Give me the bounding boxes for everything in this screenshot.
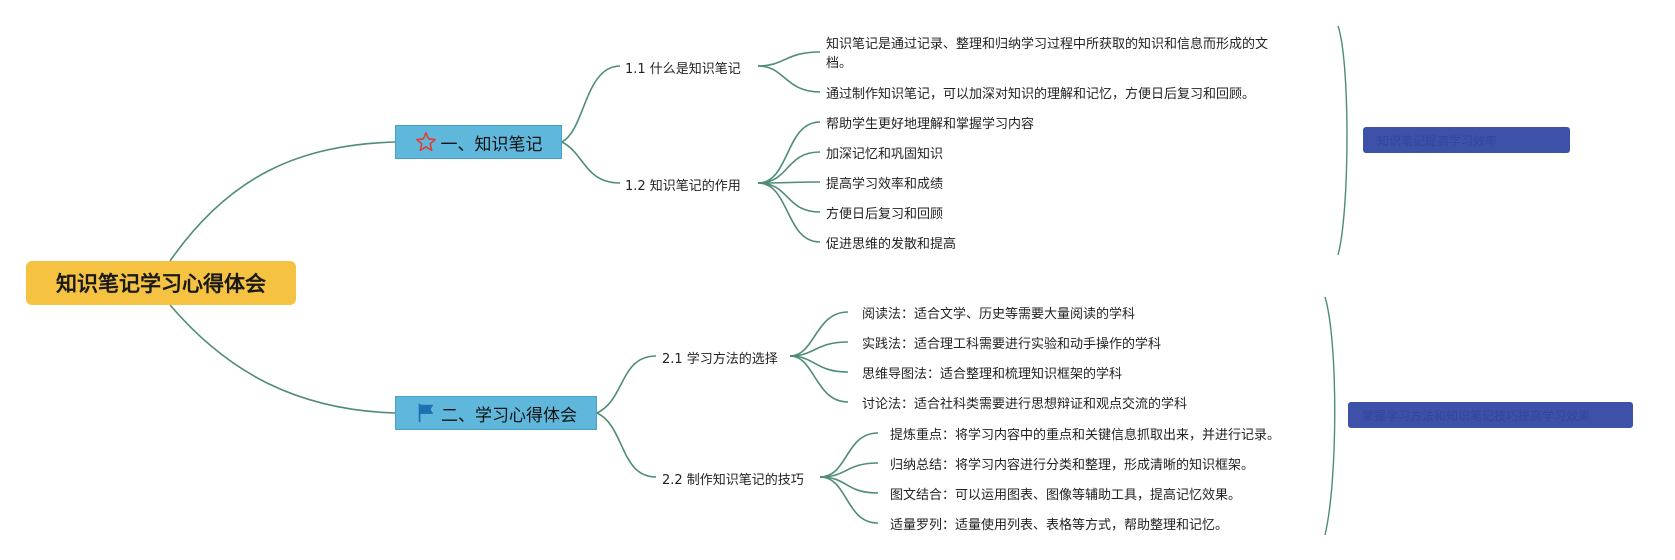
- leaf-2-1-2[interactable]: 实践法：适合理工科需要进行实验和动手操作的学科: [862, 337, 1162, 352]
- summary-bracket-2: [1324, 296, 1336, 536]
- link-s11-leaf2: [757, 65, 821, 93]
- star-icon: [415, 132, 436, 152]
- link-s12-leaf2: [757, 151, 821, 184]
- leaf-1-1-1-cont: 档。: [826, 56, 853, 71]
- subtopic-1-1[interactable]: 1.1 什么是知识笔记: [625, 62, 741, 77]
- link-b2-sub2: [596, 412, 657, 478]
- root-topic[interactable]: 知识笔记学习心得体会: [26, 261, 296, 305]
- leaf-2-1-4[interactable]: 讨论法：适合社科类需要进行思想辩证和观点交流的学科: [862, 397, 1188, 412]
- link-s21-leaf1: [789, 311, 849, 357]
- link-b1-sub1: [561, 65, 621, 143]
- link-s12-leaf4: [757, 182, 821, 213]
- summary-2[interactable]: 掌握学习方法和知识笔记技巧提高学习效果: [1348, 402, 1633, 428]
- branch-learning-experience[interactable]: 二、学习心得体会: [395, 396, 597, 430]
- leaf-2-1-3[interactable]: 思维导图法：适合整理和梳理知识框架的学科: [862, 367, 1123, 382]
- leaf-1-2-1[interactable]: 帮助学生更好地理解和掌握学习内容: [826, 117, 1035, 132]
- link-b2-sub1: [596, 355, 657, 414]
- leaf-1-2-3[interactable]: 提高学习效率和成绩: [826, 177, 944, 192]
- subtopic-2-2[interactable]: 2.2 制作知识笔记的技巧: [662, 473, 804, 488]
- leaf-2-2-3[interactable]: 图文结合：可以运用图表、图像等辅助工具，提高记忆效果。: [890, 488, 1242, 503]
- leaf-1-1-1[interactable]: 知识笔记是通过记录、整理和归纳学习过程中所获取的知识和信息而形成的文: [826, 37, 1269, 52]
- link-root-branch1: [169, 141, 396, 262]
- link-b1-sub2: [561, 141, 621, 184]
- leaf-1-2-4[interactable]: 方便日后复习和回顾: [826, 207, 944, 222]
- summary-bracket-1: [1337, 25, 1348, 256]
- link-root-branch2: [169, 304, 396, 414]
- link-s22-leaf1: [819, 432, 879, 478]
- leaf-2-2-4[interactable]: 适量罗列：适量使用列表、表格等方式，帮助整理和记忆。: [890, 518, 1229, 533]
- branch-knowledge-notes[interactable]: 一、知识笔记: [395, 125, 562, 159]
- leaf-2-2-1[interactable]: 提炼重点：将学习内容中的重点和关键信息抓取出来，并进行记录。: [890, 428, 1281, 443]
- link-s11-leaf1: [757, 51, 821, 67]
- link-s12-leaf1: [757, 121, 821, 184]
- subtopic-1-2[interactable]: 1.2 知识笔记的作用: [625, 179, 741, 194]
- leaf-2-1-1[interactable]: 阅读法：适合文学、历史等需要大量阅读的学科: [862, 307, 1136, 322]
- leaf-1-1-2[interactable]: 通过制作知识笔记，可以加深对知识的理解和记忆，方便日后复习和回顾。: [826, 87, 1256, 102]
- subtopic-2-1[interactable]: 2.1 学习方法的选择: [662, 352, 778, 367]
- branch-label: 二、学习心得体会: [441, 405, 577, 426]
- branch-label: 一、知识笔记: [440, 134, 543, 155]
- link-s22-leaf4: [819, 476, 879, 524]
- link-s21-leaf4: [789, 355, 849, 403]
- leaf-1-2-5[interactable]: 促进思维的发散和提高: [826, 237, 957, 252]
- leaf-1-2-2[interactable]: 加深记忆和巩固知识: [826, 147, 944, 162]
- summary-1[interactable]: 知识笔记提高学习效率: [1363, 127, 1570, 153]
- flag-icon: [418, 403, 434, 423]
- leaf-2-2-2[interactable]: 归纳总结：将学习内容进行分类和整理，形成清晰的知识框架。: [890, 458, 1255, 473]
- link-s12-leaf5: [757, 182, 821, 243]
